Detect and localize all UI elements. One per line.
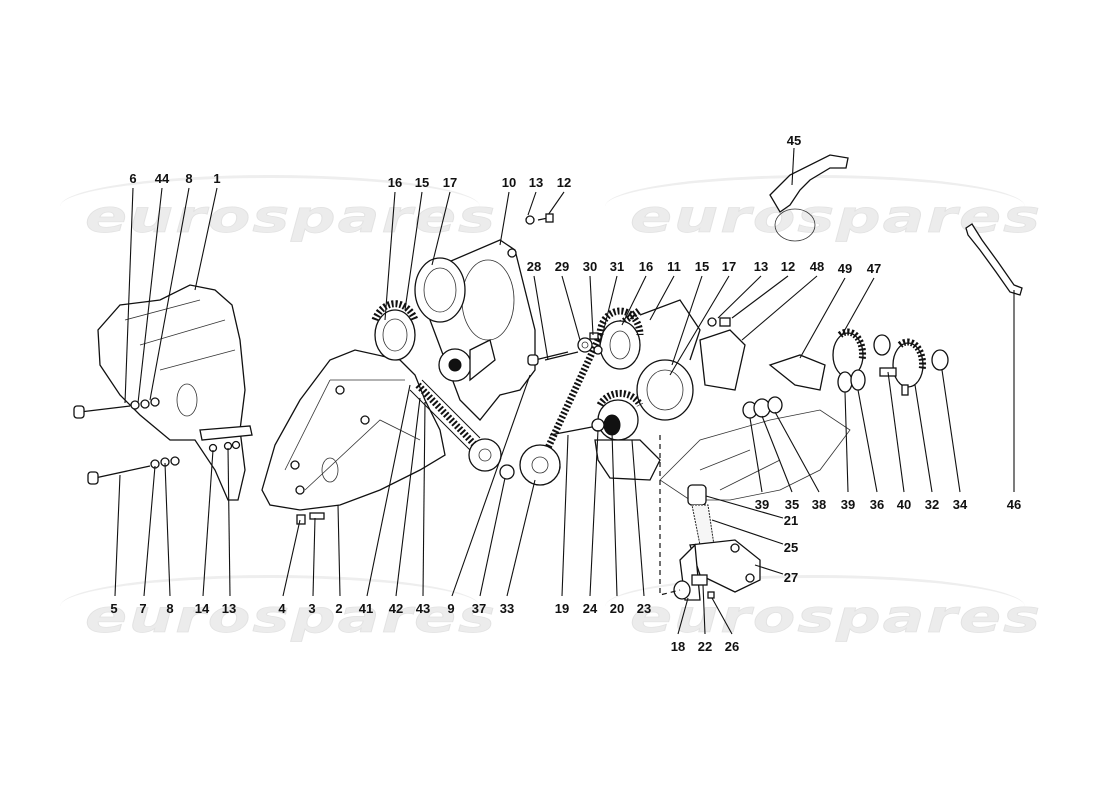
part-label: 35: [784, 497, 800, 512]
nut: [499, 464, 515, 480]
tensioner-bracket: [594, 439, 661, 481]
watermark-swoosh: [605, 575, 1025, 638]
drive-gear: [832, 328, 867, 378]
bearing: [931, 349, 949, 371]
part-label: 7: [139, 601, 147, 616]
part-label: 16: [638, 259, 654, 274]
assembly-guide-line: [659, 435, 681, 596]
bearing: [873, 334, 891, 356]
part-label: 22: [697, 639, 713, 654]
part-label: 24: [582, 601, 598, 616]
part-label: 45: [786, 133, 802, 148]
part-label: 38: [811, 497, 827, 512]
part-label: 39: [754, 497, 770, 512]
part-label: 47: [866, 261, 882, 276]
part-label: 32: [924, 497, 940, 512]
part-label: 46: [1006, 497, 1022, 512]
seal: [850, 369, 866, 391]
part-label: 28: [526, 259, 542, 274]
idler-pulley: [468, 438, 502, 472]
camshaft-pulley-right: [596, 307, 644, 370]
part-label: 14: [194, 601, 210, 616]
part-label: 43: [415, 601, 431, 616]
watermark-swoosh: [60, 175, 480, 238]
part-label: 16: [387, 175, 403, 190]
part-label: 17: [721, 259, 737, 274]
part-label: 10: [501, 175, 517, 190]
tensioner-assembly: [673, 484, 761, 601]
watermark-logo: eurospares: [84, 590, 498, 643]
bolt: [73, 397, 241, 485]
part-label: 12: [780, 259, 796, 274]
part-label: 20: [609, 601, 625, 616]
lower-timing-cover: [261, 349, 446, 525]
part-label: 6: [129, 171, 137, 186]
part-label: 27: [783, 570, 799, 585]
tensioner-roller: [438, 339, 496, 382]
part-label: 31: [609, 259, 625, 274]
part-label: 18: [670, 639, 686, 654]
part-label: 3: [308, 601, 316, 616]
part-label: 13: [753, 259, 769, 274]
tensioner-pulley: [549, 389, 644, 441]
part-label: 25: [783, 540, 799, 555]
part-label: 39: [840, 497, 856, 512]
part-label: 34: [952, 497, 968, 512]
camshaft-pulley: [371, 300, 419, 361]
part-label: 36: [869, 497, 885, 512]
part-label: 5: [110, 601, 118, 616]
bracket-45: [769, 154, 849, 213]
bracket-46: [965, 223, 1023, 296]
part-label: 23: [636, 601, 652, 616]
part-label: 15: [414, 175, 430, 190]
part-label: 42: [388, 601, 404, 616]
part-label: 13: [221, 601, 237, 616]
part-label: 44: [154, 171, 170, 186]
part-label: 12: [556, 175, 572, 190]
timing-belt: [415, 382, 478, 448]
part-label: 8: [185, 171, 193, 186]
part-label: 29: [554, 259, 570, 274]
part-label: 30: [582, 259, 598, 274]
leader-lines: [114, 147, 1015, 635]
part-label: 48: [809, 259, 825, 274]
outer-timing-cover: [97, 284, 253, 501]
part-label: 2: [335, 601, 343, 616]
part-label: 21: [783, 513, 799, 528]
part-label: 4: [278, 601, 286, 616]
bearing: [753, 398, 771, 418]
watermark-logo: eurospares: [84, 190, 498, 243]
part-label: 1: [213, 171, 221, 186]
crankshaft-pulley: [519, 444, 561, 486]
part-label: 15: [694, 259, 710, 274]
part-label: 13: [528, 175, 544, 190]
watermark-swoosh: [60, 575, 480, 638]
part-label: 19: [554, 601, 570, 616]
camshaft-pulley-right: [636, 299, 701, 421]
seal: [767, 396, 783, 414]
part-label: 33: [499, 601, 515, 616]
part-label: 49: [837, 261, 853, 276]
part-label: 26: [724, 639, 740, 654]
part-label: 40: [896, 497, 912, 512]
part-label: 11: [667, 259, 681, 274]
mounting-bracket: [699, 329, 746, 391]
part-label: 41: [358, 601, 374, 616]
part-label: 9: [447, 601, 455, 616]
pump-housing: [768, 354, 826, 391]
engine-block: [659, 409, 851, 501]
part-label: 17: [442, 175, 458, 190]
part-label: 8: [166, 601, 174, 616]
o-ring: [774, 208, 816, 242]
part-label: 37: [471, 601, 487, 616]
camshaft-pulley: [414, 257, 466, 323]
seal: [837, 371, 853, 393]
